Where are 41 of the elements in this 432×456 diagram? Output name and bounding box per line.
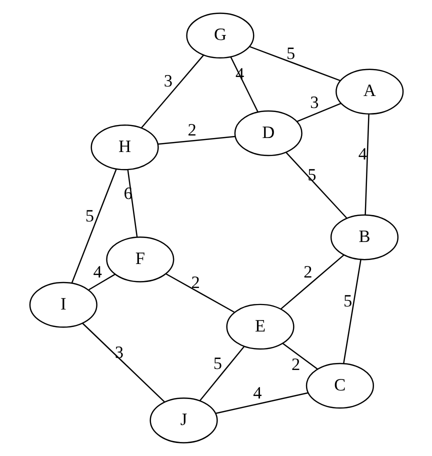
connector [249, 46, 340, 82]
node-ellipse: E [226, 304, 294, 350]
connector [70, 169, 116, 284]
connector [342, 259, 361, 364]
edge-label: 5 [84, 206, 94, 226]
connector [230, 56, 258, 112]
node-ellipse: A [335, 68, 404, 115]
node-ellipse: D [234, 110, 302, 156]
edge-label: 4 [358, 144, 367, 164]
edge-label: 3 [114, 342, 124, 362]
connector [280, 254, 344, 310]
node-ellipse: B [330, 214, 398, 260]
node-ellipse: C [305, 362, 374, 409]
node-ellipse: J [149, 398, 218, 444]
connector [198, 346, 244, 401]
connector [215, 392, 308, 414]
connector [82, 322, 164, 402]
connector [140, 54, 204, 128]
connector [285, 152, 347, 218]
edge-label: 4 [252, 383, 262, 402]
connector [88, 274, 115, 290]
connector [164, 273, 234, 313]
edge-label: 4 [92, 262, 102, 282]
node-ellipse: I [28, 282, 97, 328]
node-ellipse: G [186, 12, 254, 58]
connector [296, 102, 341, 122]
connector [282, 342, 318, 370]
edge-label: 3 [310, 92, 318, 112]
edge-label: 3 [163, 72, 172, 91]
connector [364, 114, 369, 215]
node-ellipse: F [106, 236, 174, 282]
edge-label: 2 [291, 355, 300, 374]
connector [157, 136, 235, 145]
edge-label: 5 [212, 354, 222, 373]
edge-label: 2 [303, 262, 312, 282]
node-ellipse: H [90, 124, 158, 170]
edge-label: 5 [343, 292, 352, 311]
edge-label: 5 [286, 44, 295, 63]
edge-label: 2 [190, 273, 200, 292]
edge-label: 2 [187, 120, 196, 140]
edge-label: 5 [307, 165, 316, 184]
